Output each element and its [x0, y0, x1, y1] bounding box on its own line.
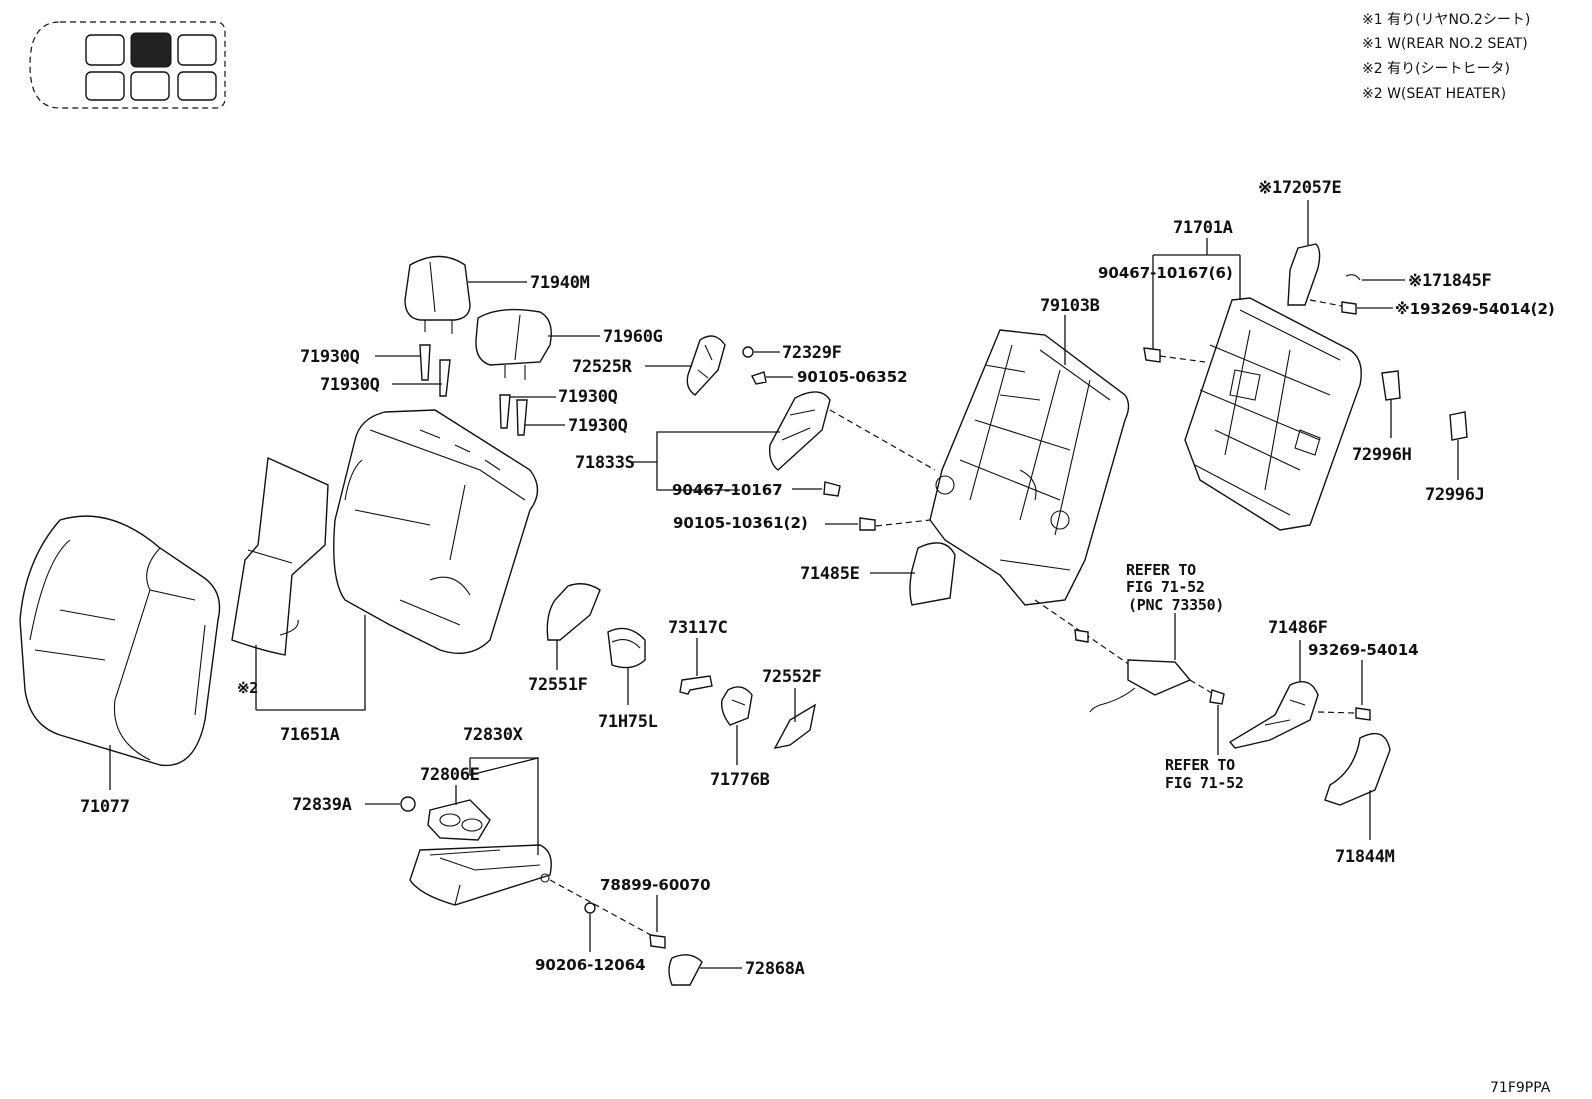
notes: ※1 有り(リヤNO.2シート) ※1 W(REAR NO.2 SEAT) ※2…	[1362, 12, 1530, 102]
part-label-71930Q: 71930Q	[300, 347, 360, 367]
bolt-drawing	[1074, 629, 1089, 643]
part-label-90206-12064: 90206-12064	[535, 956, 646, 974]
part-label-71930Q: 71930Q	[558, 387, 618, 407]
headrest-support-drawing	[419, 344, 528, 436]
cover-drawing-71776B	[720, 686, 753, 726]
part-label-71940M: 71940M	[530, 273, 590, 293]
part-label-73117C: 73117C	[668, 618, 728, 638]
seat-map-cell	[85, 34, 125, 66]
refer-text: FIG 71-52	[1126, 578, 1205, 596]
part-label-72551F: 72551F	[528, 675, 588, 695]
headrest-drawing	[475, 308, 552, 380]
part-label-71485E: 71485E	[800, 564, 860, 584]
cap-drawing	[400, 796, 416, 812]
refer-text: REFER TO	[1126, 561, 1196, 579]
bracket-drawing	[773, 703, 816, 749]
clip-drawing	[823, 481, 841, 497]
lock-cover-drawing	[686, 335, 726, 396]
nut-drawing	[584, 902, 596, 914]
part-label-71651A: 71651A	[280, 725, 340, 745]
part-label-72839A: 72839A	[292, 795, 352, 815]
figure-code: 71F9PPA	[1490, 1080, 1551, 1096]
part-label-71845F: ※171845F	[1408, 271, 1492, 291]
part-label-72525R: 72525R	[572, 357, 633, 377]
part-label-71833S: 71833S	[575, 453, 635, 473]
screw-drawing	[751, 371, 767, 385]
spring-drawing	[1345, 274, 1361, 281]
seat-map-cell	[177, 71, 217, 101]
part-label-90467-10167: 90467-10167	[672, 481, 783, 499]
clip-drawing	[742, 346, 754, 358]
refer-text: (PNC 73350)	[1128, 596, 1224, 614]
cover-drawing	[909, 542, 956, 606]
seat-map-cell-highlighted	[130, 32, 172, 68]
release-handle-drawing	[1287, 243, 1321, 306]
note-line: ※1 有り(リヤNO.2シート)	[1362, 12, 1530, 28]
bolt-drawing	[859, 517, 876, 531]
part-label-71960G: 71960G	[603, 327, 663, 347]
clip-drawing	[1143, 347, 1161, 363]
part-label-90467-10167-6: 90467-10167(6)	[1098, 264, 1233, 282]
seatback-cover-drawing	[19, 515, 221, 767]
seat-map-cell	[85, 71, 125, 101]
part-label-90105-06352: 90105-06352	[797, 368, 908, 386]
part-label-72996J: 72996J	[1425, 485, 1485, 505]
part-label-90105-10361: 90105-10361(2)	[673, 514, 808, 532]
part-label-71077: 71077	[80, 797, 130, 817]
cap-drawing	[668, 954, 703, 986]
part-label-93269-54014-2: ※193269-54014(2)	[1395, 300, 1555, 318]
seatback-board-drawing	[1184, 297, 1362, 531]
seatback-frame-drawing	[929, 329, 1130, 606]
part-label-72806E: 72806E	[420, 765, 480, 785]
seat-location-map	[29, 21, 226, 109]
screw-drawing	[1355, 707, 1371, 721]
part-label-71776B: 71776B	[710, 770, 770, 790]
part-label-79103B: 79103B	[1040, 296, 1100, 316]
bushing-drawing	[607, 627, 646, 669]
note-line: ※2 有り(シートヒータ)	[1362, 61, 1510, 77]
part-label-72329F: 72329F	[782, 343, 842, 363]
trim-cover-drawing	[1324, 732, 1391, 806]
part-label-71844M: 71844M	[1335, 847, 1395, 867]
headrest-drawing	[404, 255, 471, 334]
hinge-cover-drawing-71486F	[1228, 681, 1319, 749]
refer-text: FIG 71-52	[1165, 774, 1244, 792]
cup-holder-drawing	[427, 799, 491, 841]
bolt-drawing	[649, 934, 666, 949]
seatback-pad-drawing	[333, 409, 539, 654]
part-label-72868A: 72868A	[745, 959, 805, 979]
cover-drawing	[1381, 370, 1401, 401]
seat-map-cell	[130, 71, 170, 101]
part-label-71930Q: 71930Q	[320, 375, 380, 395]
note-2-marker: ※2	[237, 679, 258, 697]
refer-text: REFER TO	[1165, 756, 1235, 774]
part-label-93269-54014: 93269-54014	[1308, 641, 1419, 659]
part-label-71H75L: 71H75L	[598, 712, 658, 732]
part-label-72057E: ※172057E	[1258, 178, 1342, 198]
cover-drawing	[546, 583, 601, 641]
seat-map-cell	[177, 34, 217, 66]
part-label-71486F: 71486F	[1268, 618, 1328, 638]
part-label-71701A: 71701A	[1173, 218, 1233, 238]
note-line: ※2 W(SEAT HEATER)	[1362, 86, 1506, 102]
release-cable-drawing	[1089, 659, 1192, 713]
armrest-drawing	[409, 844, 552, 906]
part-label-72552F: 72552F	[762, 667, 822, 687]
part-label-78899-60070: 78899-60070	[600, 876, 711, 894]
hinge-cover-drawing	[768, 391, 831, 471]
screw-drawing	[1341, 301, 1357, 315]
cover-drawing	[1449, 411, 1468, 441]
part-label-72830X: 72830X	[463, 725, 524, 745]
note-line: ※1 W(REAR NO.2 SEAT)	[1362, 36, 1528, 52]
part-label-71930Q: 71930Q	[568, 416, 628, 436]
clip-drawing	[679, 675, 713, 695]
part-label-72996H: 72996H	[1352, 445, 1412, 465]
bolt-drawing	[1209, 689, 1225, 705]
seat-heater-drawing	[231, 456, 329, 656]
